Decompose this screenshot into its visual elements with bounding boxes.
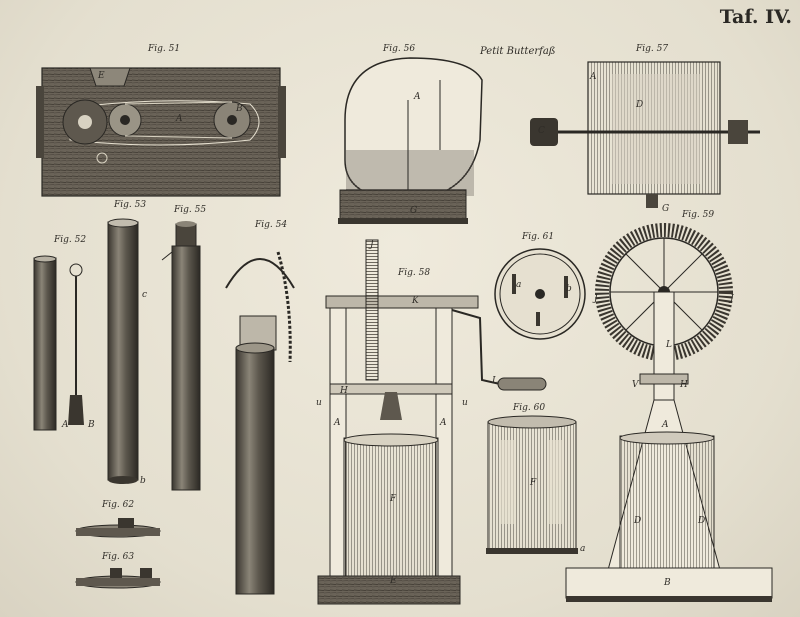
fig54-cylinder	[225, 251, 295, 595]
letter-G-fig56: G	[410, 206, 418, 216]
letter-c-fig53: c	[142, 290, 148, 300]
caption-petit-butterfass: Petit Butterfaß	[480, 46, 556, 57]
letter-B-fig51: B	[236, 104, 243, 114]
fig57-drum-churn	[530, 61, 760, 208]
letter-C-fig57: C	[538, 126, 545, 136]
fig53-label: Fig. 53	[114, 200, 147, 210]
fig62-plate	[75, 518, 161, 538]
letter-A-fig59: A	[662, 420, 669, 430]
letter-H-fig58: H	[340, 386, 348, 396]
fig61-disc	[494, 248, 586, 340]
letter-L-fig58: L	[492, 376, 498, 386]
fig60-label: Fig. 60	[513, 403, 546, 413]
letter-D-right-fig59: D	[698, 516, 706, 526]
fig55-label: Fig. 55	[174, 205, 207, 215]
letter-D-left-fig59: D	[634, 516, 642, 526]
letter-E-fig51: E	[98, 71, 105, 81]
letter-E-fig58: E	[390, 576, 397, 586]
fig63-label: Fig. 63	[102, 552, 135, 562]
letter-F-fig58: F	[390, 494, 397, 504]
fig59-label: Fig. 59	[682, 210, 715, 220]
fig62-label: Fig. 62	[102, 500, 135, 510]
letter-A-left-fig58: A	[334, 418, 341, 428]
letter-B-fig59: B	[664, 578, 671, 588]
fig53-cylinder	[107, 218, 139, 484]
fig56-butter-churn	[338, 57, 483, 224]
fig56-label: Fig. 56	[383, 44, 416, 54]
fig58-label: Fig. 58	[398, 268, 431, 278]
fig58-press	[317, 239, 547, 605]
letter-b-fig61: b	[566, 284, 572, 294]
letter-a-fig60: a	[580, 544, 586, 554]
letter-A-right-fig58: A	[440, 418, 447, 428]
fig63-plate	[75, 568, 161, 589]
letter-A-fig57: A	[590, 72, 597, 82]
fig59-wheel-churn	[565, 223, 773, 602]
letter-J-left-fig59: J	[594, 294, 598, 304]
letter-B-fig52: B	[88, 420, 95, 430]
letter-D-fig57: D	[636, 100, 644, 110]
letter-L-fig59: L	[666, 340, 672, 350]
fig51-churn-box	[36, 67, 286, 197]
letter-J-right-fig59: J	[730, 294, 734, 304]
fig55-cylinder	[161, 221, 201, 491]
fig52-label: Fig. 52	[54, 235, 87, 245]
letter-K-fig58: K	[412, 296, 419, 306]
letter-A-fig51: A	[176, 114, 183, 124]
letter-u-left-fig58: u	[316, 398, 322, 408]
letter-V-fig59: V	[632, 380, 639, 390]
fig51-label: Fig. 51	[148, 44, 181, 54]
letter-F-fig60: F	[530, 478, 537, 488]
fig54-label: Fig. 54	[255, 220, 288, 230]
letter-J-fig58: J	[370, 240, 374, 250]
letter-G-fig57: G	[662, 204, 670, 214]
letter-A-fig52: A	[62, 420, 69, 430]
fig60-cylinder	[486, 415, 578, 554]
fig61-label: Fig. 61	[522, 232, 555, 242]
letter-H-fig59: H	[680, 380, 688, 390]
fig52-tube	[33, 255, 84, 431]
letter-a-fig61: a	[516, 280, 522, 290]
fig57-label: Fig. 57	[636, 44, 669, 54]
letter-u-right-fig58: u	[462, 398, 468, 408]
plate-title: Taf. IV.	[719, 6, 792, 28]
letter-b-fig53: b	[140, 476, 146, 486]
letter-A-fig56: A	[414, 92, 421, 102]
